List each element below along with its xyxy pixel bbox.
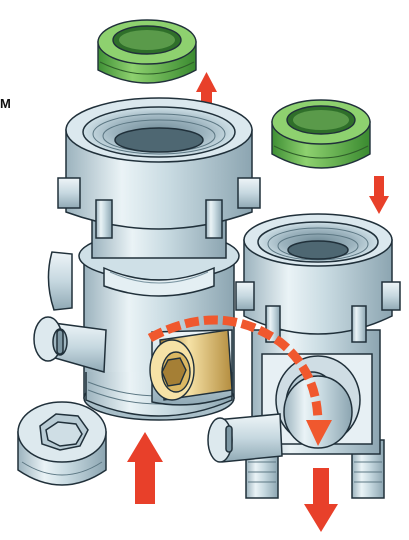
brass-nut-icon: [150, 330, 232, 400]
down-arrow-icon: [304, 468, 338, 532]
seal-ring-icon: [272, 100, 370, 168]
seal-ring-icon: [98, 20, 196, 83]
down-arrow-icon: [369, 176, 389, 214]
cap-plug-icon: [18, 402, 106, 485]
up-arrow-icon: [127, 432, 163, 504]
